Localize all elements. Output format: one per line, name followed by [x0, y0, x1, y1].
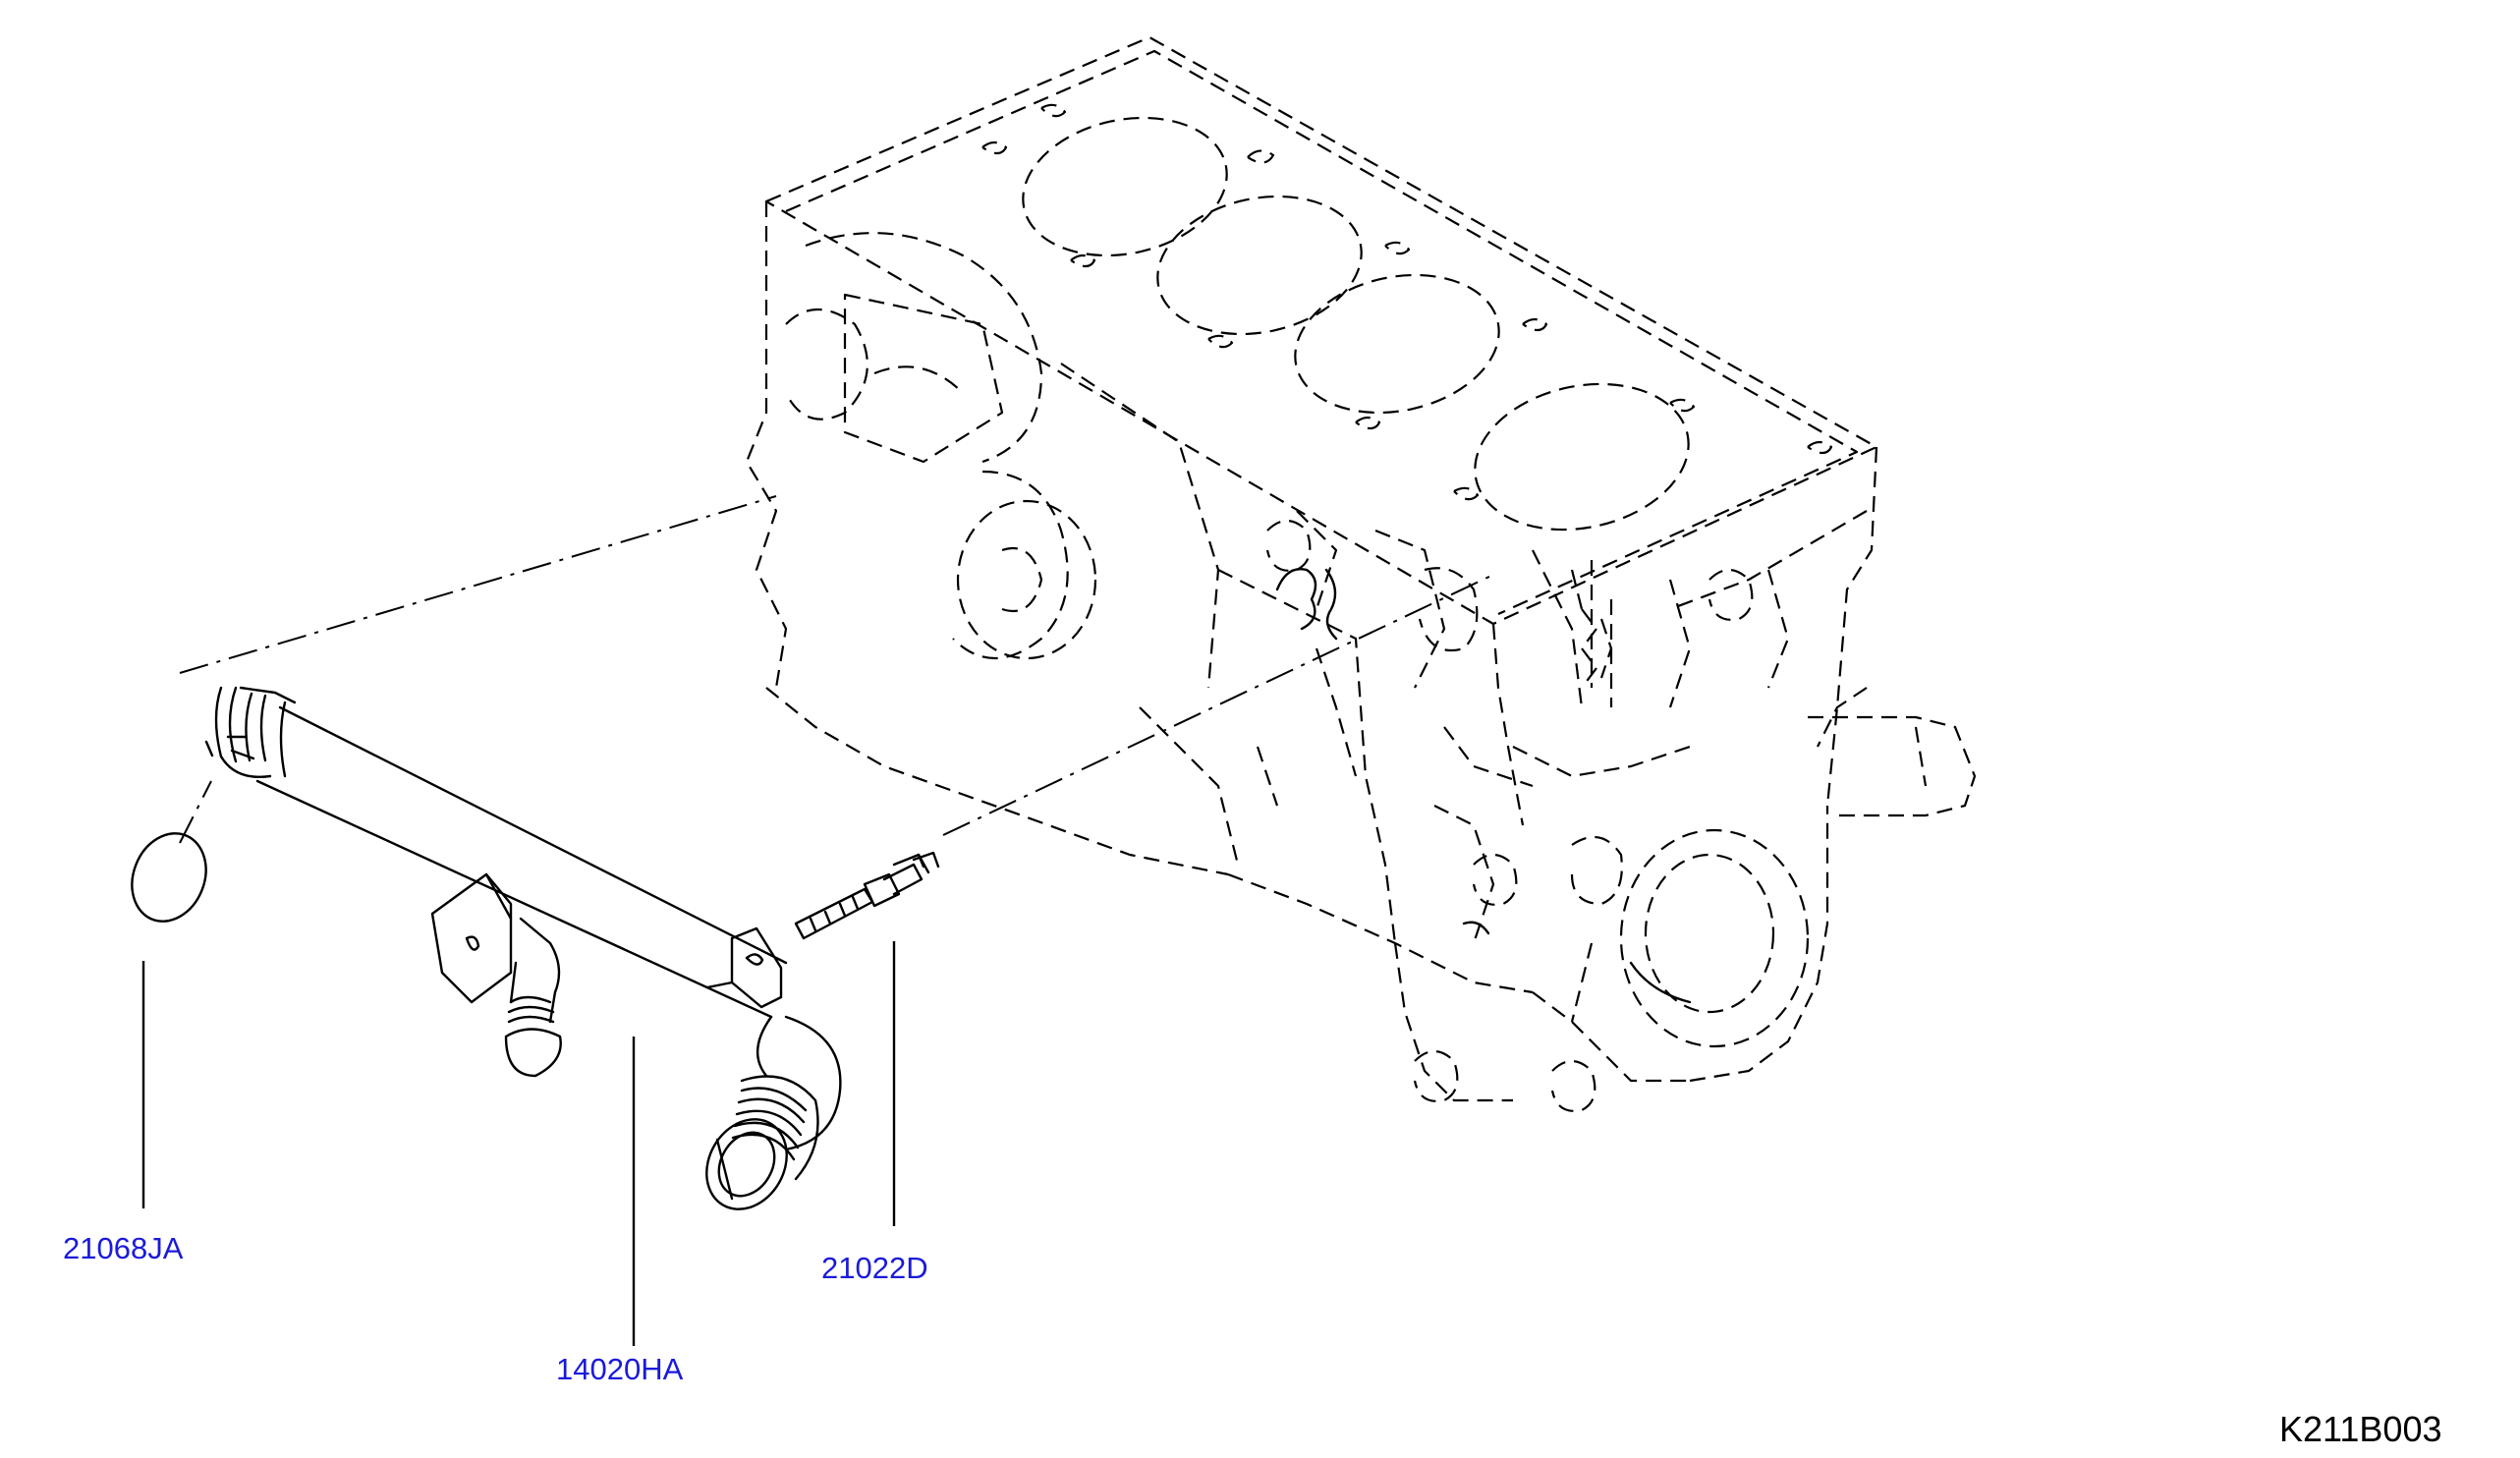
diagram-reference-code: K211B003 — [2279, 1409, 2441, 1449]
engine-block-detail-lines — [1275, 568, 1692, 1004]
leader-lines — [141, 941, 896, 1346]
part-label-water-pipe[interactable]: 14020HA — [556, 1352, 684, 1386]
stud-center-line — [942, 574, 1494, 836]
engine-block-outline — [745, 35, 1977, 1112]
stud-bolt — [794, 851, 940, 940]
part-label-stud[interactable]: 21022D — [821, 1251, 928, 1285]
part-label-gasket[interactable]: 21068JA — [63, 1231, 184, 1265]
installation-center-line — [179, 495, 777, 674]
water-pipe — [204, 686, 842, 1210]
gasket — [131, 780, 212, 923]
